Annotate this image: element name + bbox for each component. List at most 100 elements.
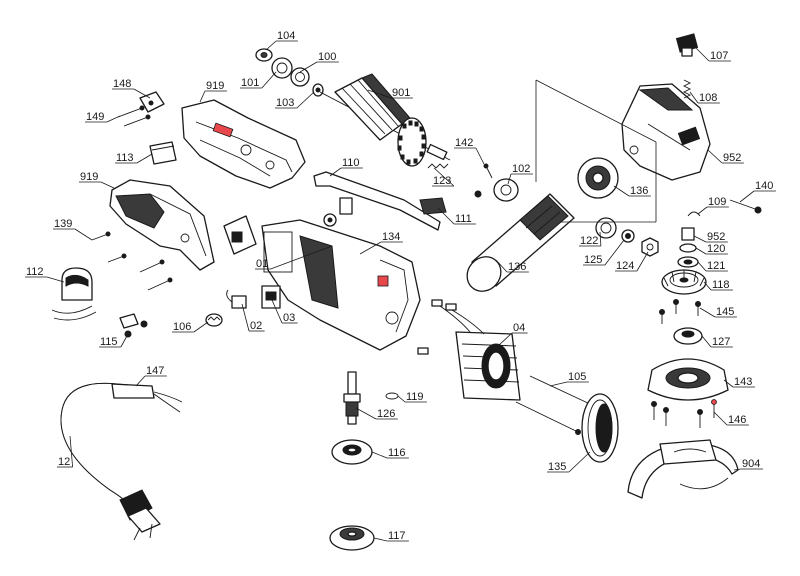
part-952-pin — [681, 227, 695, 241]
part-904-wheel-guard — [627, 439, 739, 499]
label-147: 147 — [135, 365, 167, 387]
label-text-101: 101 — [241, 77, 259, 89]
label-leader-122 — [599, 231, 602, 247]
label-text-102: 102 — [512, 163, 530, 175]
part-120-washer — [679, 243, 697, 253]
label-leader-149 — [106, 115, 121, 123]
label-text-136: 136 — [508, 261, 526, 273]
label-text-952: 952 — [707, 231, 725, 243]
label-text-120: 120 — [707, 243, 725, 255]
label-919: 919 — [199, 80, 227, 103]
label-text-107: 107 — [710, 50, 728, 62]
part-04-stator — [417, 299, 521, 401]
label-leader-147 — [135, 375, 146, 387]
label-122: 122 — [579, 231, 602, 247]
label-text-100: 100 — [318, 51, 336, 63]
label-111: 111 — [437, 207, 476, 225]
part-122-knob — [595, 217, 617, 239]
label-leader-12 — [69, 435, 73, 468]
part-115-screws — [119, 313, 148, 338]
label-leader-901 — [367, 89, 392, 99]
label-text-105: 105 — [568, 371, 586, 383]
label-149: 149 — [85, 111, 121, 123]
label-leader-919 — [199, 90, 206, 103]
part-112-cable-clamp — [51, 267, 97, 321]
part-104-rubber-cap — [255, 48, 273, 62]
label-919-2: 919 — [79, 171, 115, 189]
label-leader-111 — [437, 207, 455, 225]
label-107: 107 — [693, 45, 731, 62]
part-126-spindle — [343, 371, 361, 425]
label-134: 134 — [359, 231, 403, 255]
label-904: 904 — [733, 458, 763, 471]
part-117-outer-flange-nut — [329, 525, 375, 551]
label-108: 108 — [689, 91, 720, 104]
part-03-brush-holder — [261, 285, 281, 309]
label-101: 101 — [240, 71, 277, 89]
label-leader-904 — [733, 468, 742, 471]
label-leader-145 — [699, 307, 716, 318]
label-text-116: 116 — [388, 447, 406, 459]
label-leader-139 — [74, 228, 93, 241]
label-leader-100 — [299, 61, 318, 73]
part-108-spring — [682, 79, 692, 99]
part-134-motor-housing — [261, 219, 421, 351]
label-leader-118 — [703, 281, 712, 291]
label-text-140: 140 — [755, 180, 773, 192]
part-01-switch — [223, 215, 257, 255]
part-102-bearing — [474, 178, 519, 202]
reference-lines — [535, 79, 657, 223]
label-text-113: 113 — [116, 152, 134, 164]
label-text-148: 148 — [113, 78, 131, 90]
label-115: 115 — [99, 333, 129, 348]
part-146-screws — [651, 399, 717, 428]
label-03: 03 — [271, 299, 298, 324]
label-text-149: 149 — [86, 111, 104, 123]
label-leader-102 — [507, 173, 512, 185]
label-139: 139 — [53, 218, 93, 241]
part-140-screw — [729, 199, 762, 214]
part-136-auxiliary-handle — [466, 193, 575, 292]
part-952-gear-head — [621, 83, 711, 181]
part-119-circlip — [385, 392, 399, 400]
label-text-124: 124 — [616, 260, 634, 272]
part-100-bearing — [290, 67, 310, 87]
label-leader-105 — [549, 381, 568, 387]
part-110-slide-bar — [313, 171, 441, 231]
part-12-power-cord — [60, 382, 161, 541]
label-leader-119 — [397, 395, 406, 403]
label-leader-117 — [373, 537, 388, 542]
part-139-screws — [91, 231, 173, 291]
part-147-cord-sleeve — [111, 383, 183, 413]
label-leader-04 — [497, 332, 513, 347]
label-text-136: 136 — [630, 185, 648, 197]
label-leader-116 — [371, 451, 388, 459]
label-leader-01 — [270, 245, 333, 270]
label-text-121: 121 — [707, 260, 725, 272]
label-145: 145 — [699, 306, 737, 318]
part-135-fan-baffle — [581, 393, 619, 463]
label-12: 12 — [57, 435, 73, 468]
label-leader-110 — [329, 167, 342, 177]
label-113: 113 — [115, 152, 153, 164]
label-leader-134 — [359, 241, 382, 255]
label-text-147: 147 — [146, 365, 164, 377]
label-leader-140 — [739, 190, 755, 203]
part-919-handle-upper — [181, 99, 306, 189]
part-02-carbon-brush — [226, 289, 247, 309]
part-118-bevel-gear — [661, 269, 707, 295]
part-109-clip — [687, 211, 701, 217]
label-text-145: 145 — [716, 306, 734, 318]
label-117: 117 — [373, 530, 409, 542]
label-leader-113 — [136, 153, 153, 164]
label-text-12: 12 — [58, 456, 70, 468]
label-text-106: 106 — [173, 321, 191, 333]
part-919-handle-lower — [109, 179, 215, 271]
label-text-112: 112 — [26, 266, 44, 278]
label-136-2: 136 — [495, 259, 529, 273]
label-text-143: 143 — [734, 376, 752, 388]
part-901-armature — [319, 73, 451, 167]
label-901: 901 — [367, 87, 413, 99]
part-106-spring — [205, 313, 223, 327]
